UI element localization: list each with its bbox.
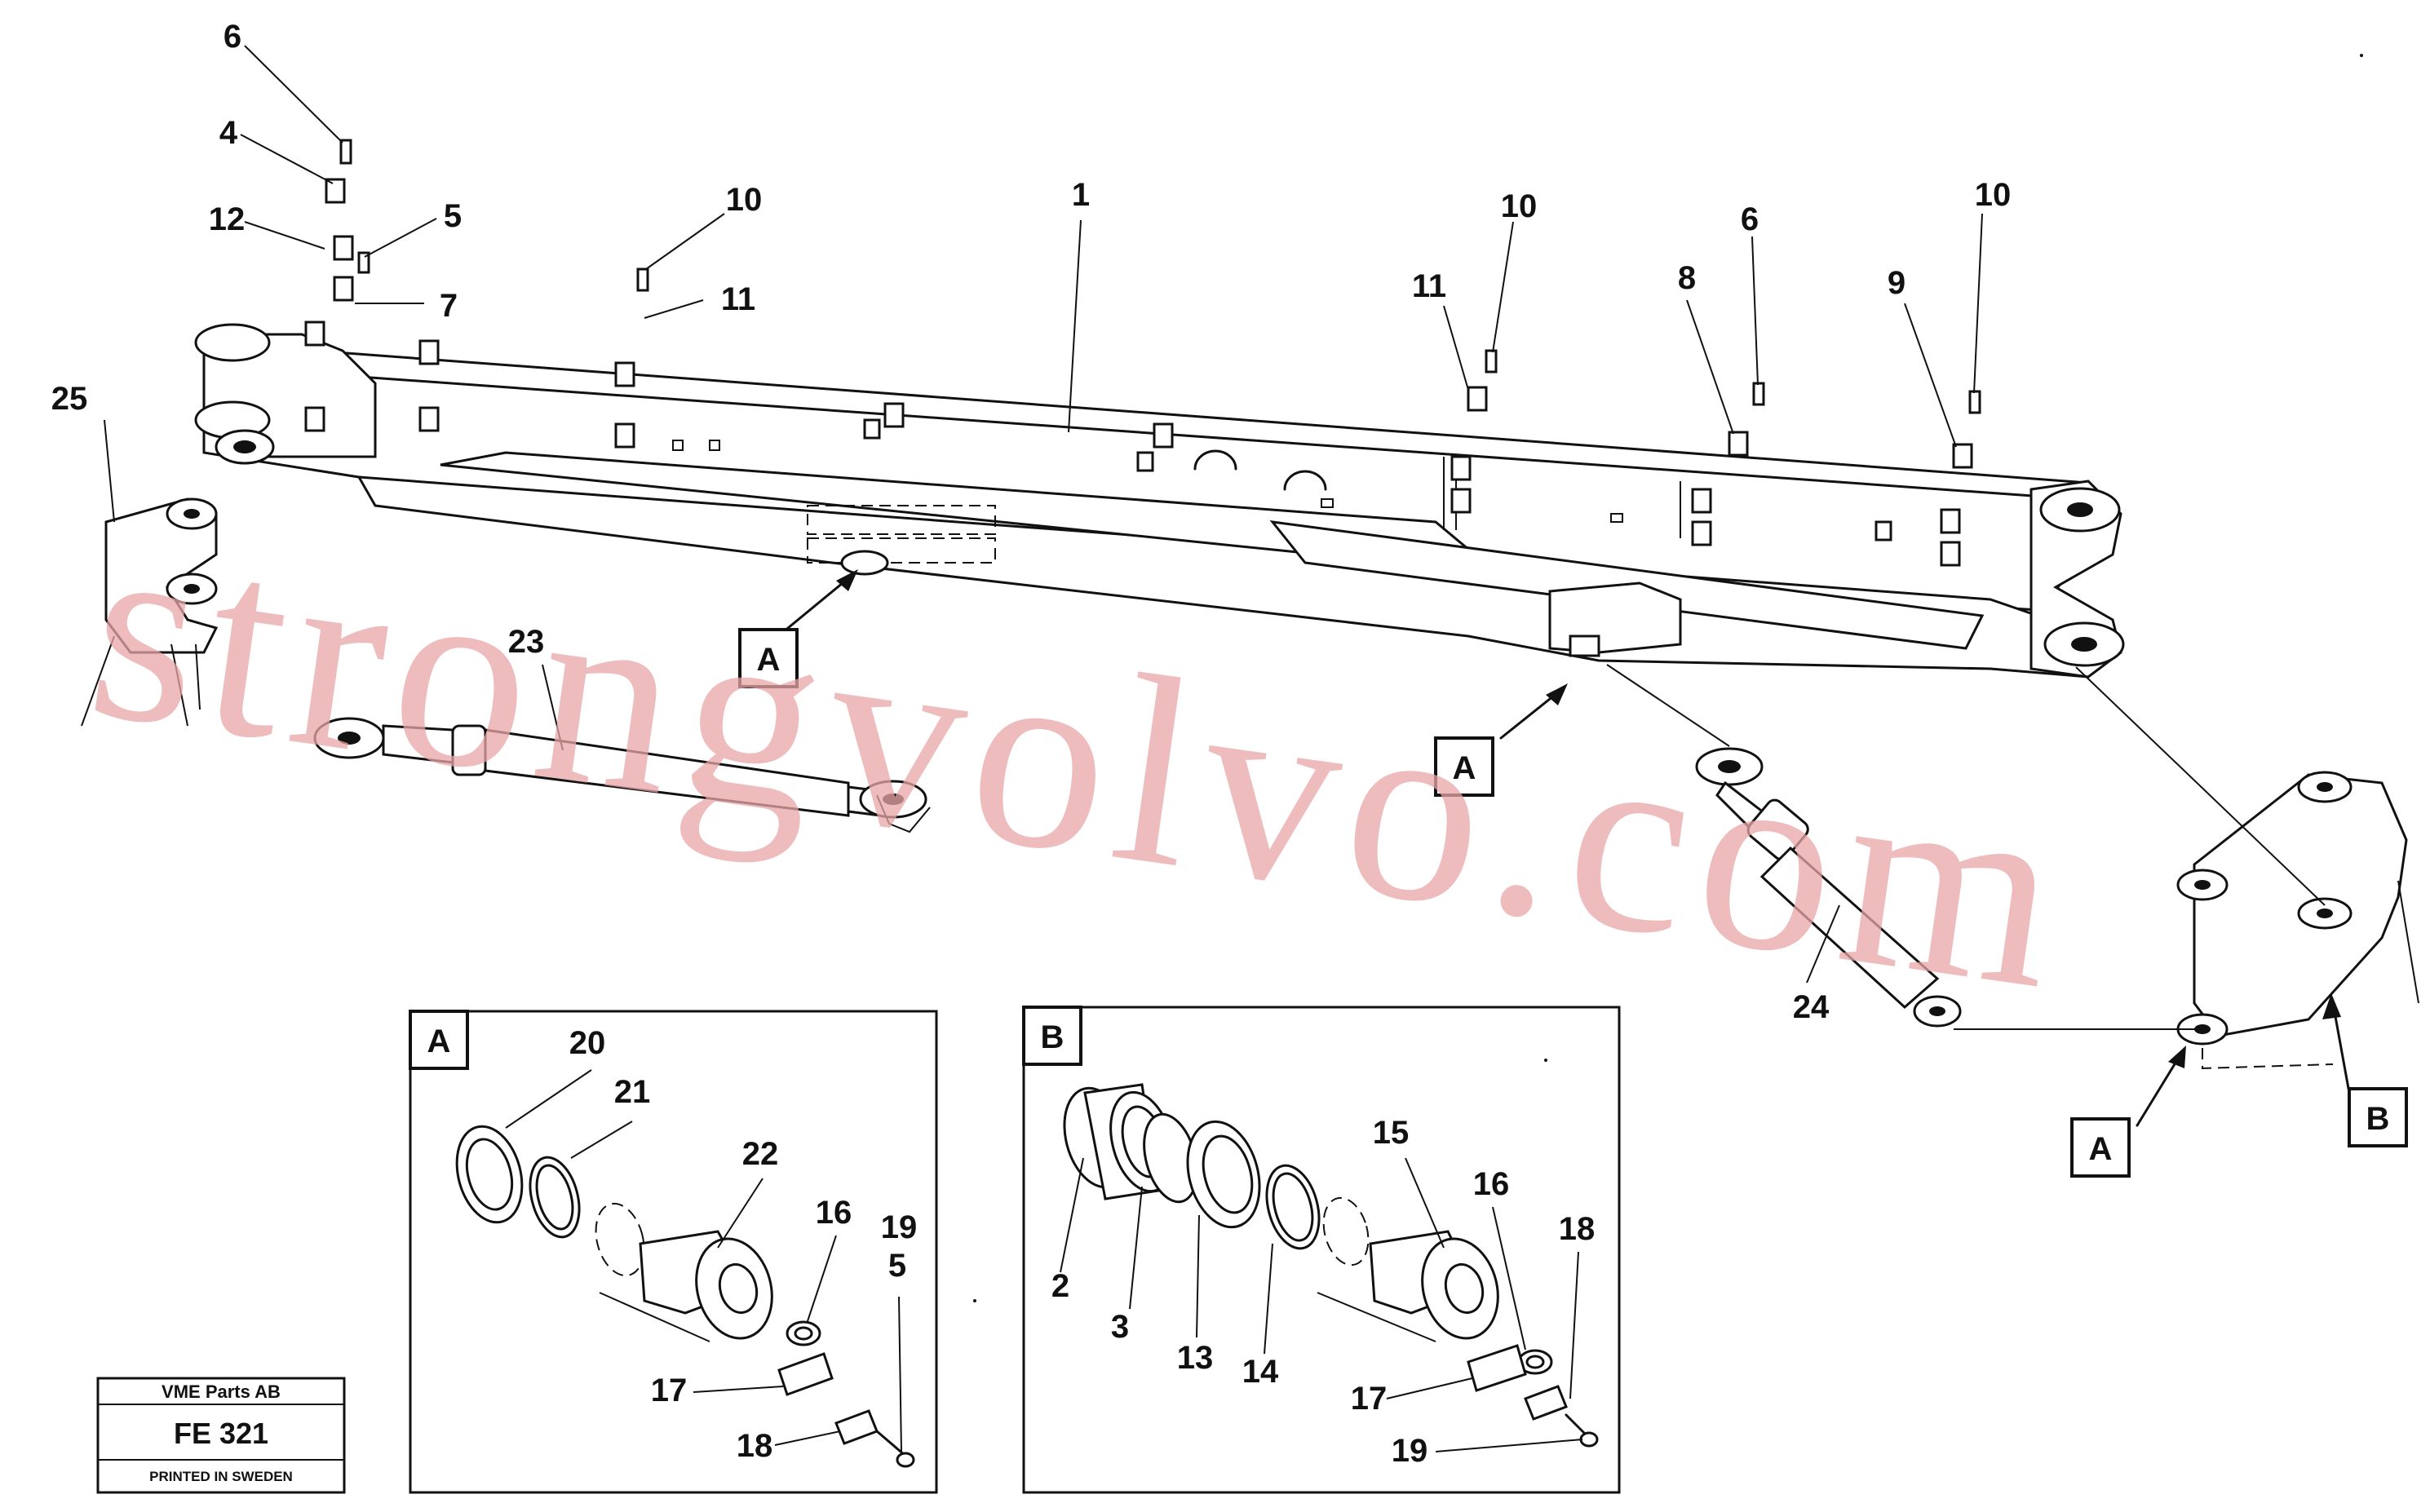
detail-box-a	[409, 1010, 938, 1494]
label-6: 6	[224, 19, 241, 55]
label-24: 24	[1793, 989, 1830, 1025]
bolt-group	[339, 139, 1981, 414]
label-8: 8	[1678, 260, 1696, 296]
label-11-b: 11	[1412, 268, 1446, 304]
label-15: 15	[1373, 1115, 1410, 1151]
label-6-b: 6	[1741, 201, 1759, 237]
label-16-b: 16	[1473, 1166, 1510, 1202]
label-3: 3	[1111, 1309, 1129, 1345]
part-leader-lines	[104, 45, 1983, 1452]
label-23: 23	[508, 624, 545, 660]
label-9: 9	[1888, 265, 1905, 301]
section-tag-b-1: B	[2348, 1087, 2408, 1147]
label-22: 22	[742, 1136, 779, 1172]
boom-arm	[194, 323, 2125, 679]
label-5: 5	[444, 198, 462, 234]
label-11-a: 11	[721, 281, 755, 317]
label-21: 21	[614, 1074, 651, 1110]
label-25: 25	[51, 381, 88, 417]
detail-box-b	[1022, 1006, 1621, 1494]
tag-text: A	[2089, 1131, 2113, 1167]
label-19-a: 19	[881, 1209, 918, 1245]
label-19-b: 19	[1392, 1433, 1428, 1469]
cylinder-24	[1695, 747, 1962, 1028]
label-17-b: 17	[1351, 1381, 1388, 1417]
detail-b-title: B	[1041, 1019, 1065, 1055]
bracket-right	[1954, 771, 2419, 1046]
stamp-footer: PRINTED IN SWEDEN	[149, 1469, 293, 1484]
detail-a-title: A	[427, 1023, 451, 1059]
label-13: 13	[1177, 1340, 1214, 1376]
section-tag-a-2: A	[1434, 736, 1494, 797]
label-10-a: 10	[726, 182, 763, 218]
hose-clamp-group	[304, 178, 1973, 567]
label-7: 7	[440, 288, 458, 324]
stamp-company: VME Parts AB	[162, 1382, 281, 1402]
label-17-a: 17	[651, 1373, 688, 1408]
tag-text: A	[757, 642, 781, 678]
section-tag-a-3: A	[2070, 1117, 2131, 1178]
title-stamp: VME Parts AB FE 321 PRINTED IN SWEDEN	[96, 1377, 346, 1494]
tag-text: A	[1453, 750, 1476, 786]
label-4: 4	[219, 115, 238, 151]
leader-lines-main	[1606, 664, 2334, 1070]
label-16-a: 16	[816, 1195, 852, 1231]
label-2: 2	[1051, 1268, 1069, 1304]
section-tag-a-1: A	[738, 628, 799, 688]
cylinder-23	[313, 717, 931, 833]
label-18-b: 18	[1559, 1211, 1596, 1247]
stamp-code: FE 321	[174, 1417, 268, 1450]
label-1: 1	[1072, 177, 1090, 213]
label-12: 12	[209, 201, 246, 237]
label-5-a: 5	[888, 1248, 906, 1284]
label-18-a: 18	[737, 1428, 773, 1464]
bracket-25	[81, 497, 219, 727]
part-labels: 6 4 12 5 7 10 11 1 10 11 6 8 10 9 25 23 …	[51, 19, 2012, 1469]
label-10-c: 10	[1975, 177, 2012, 213]
label-10-b: 10	[1501, 188, 1538, 224]
label-20: 20	[569, 1025, 606, 1061]
tag-text: B	[2366, 1101, 2390, 1137]
section-arrows	[781, 569, 2351, 1127]
label-14: 14	[1242, 1354, 1279, 1390]
